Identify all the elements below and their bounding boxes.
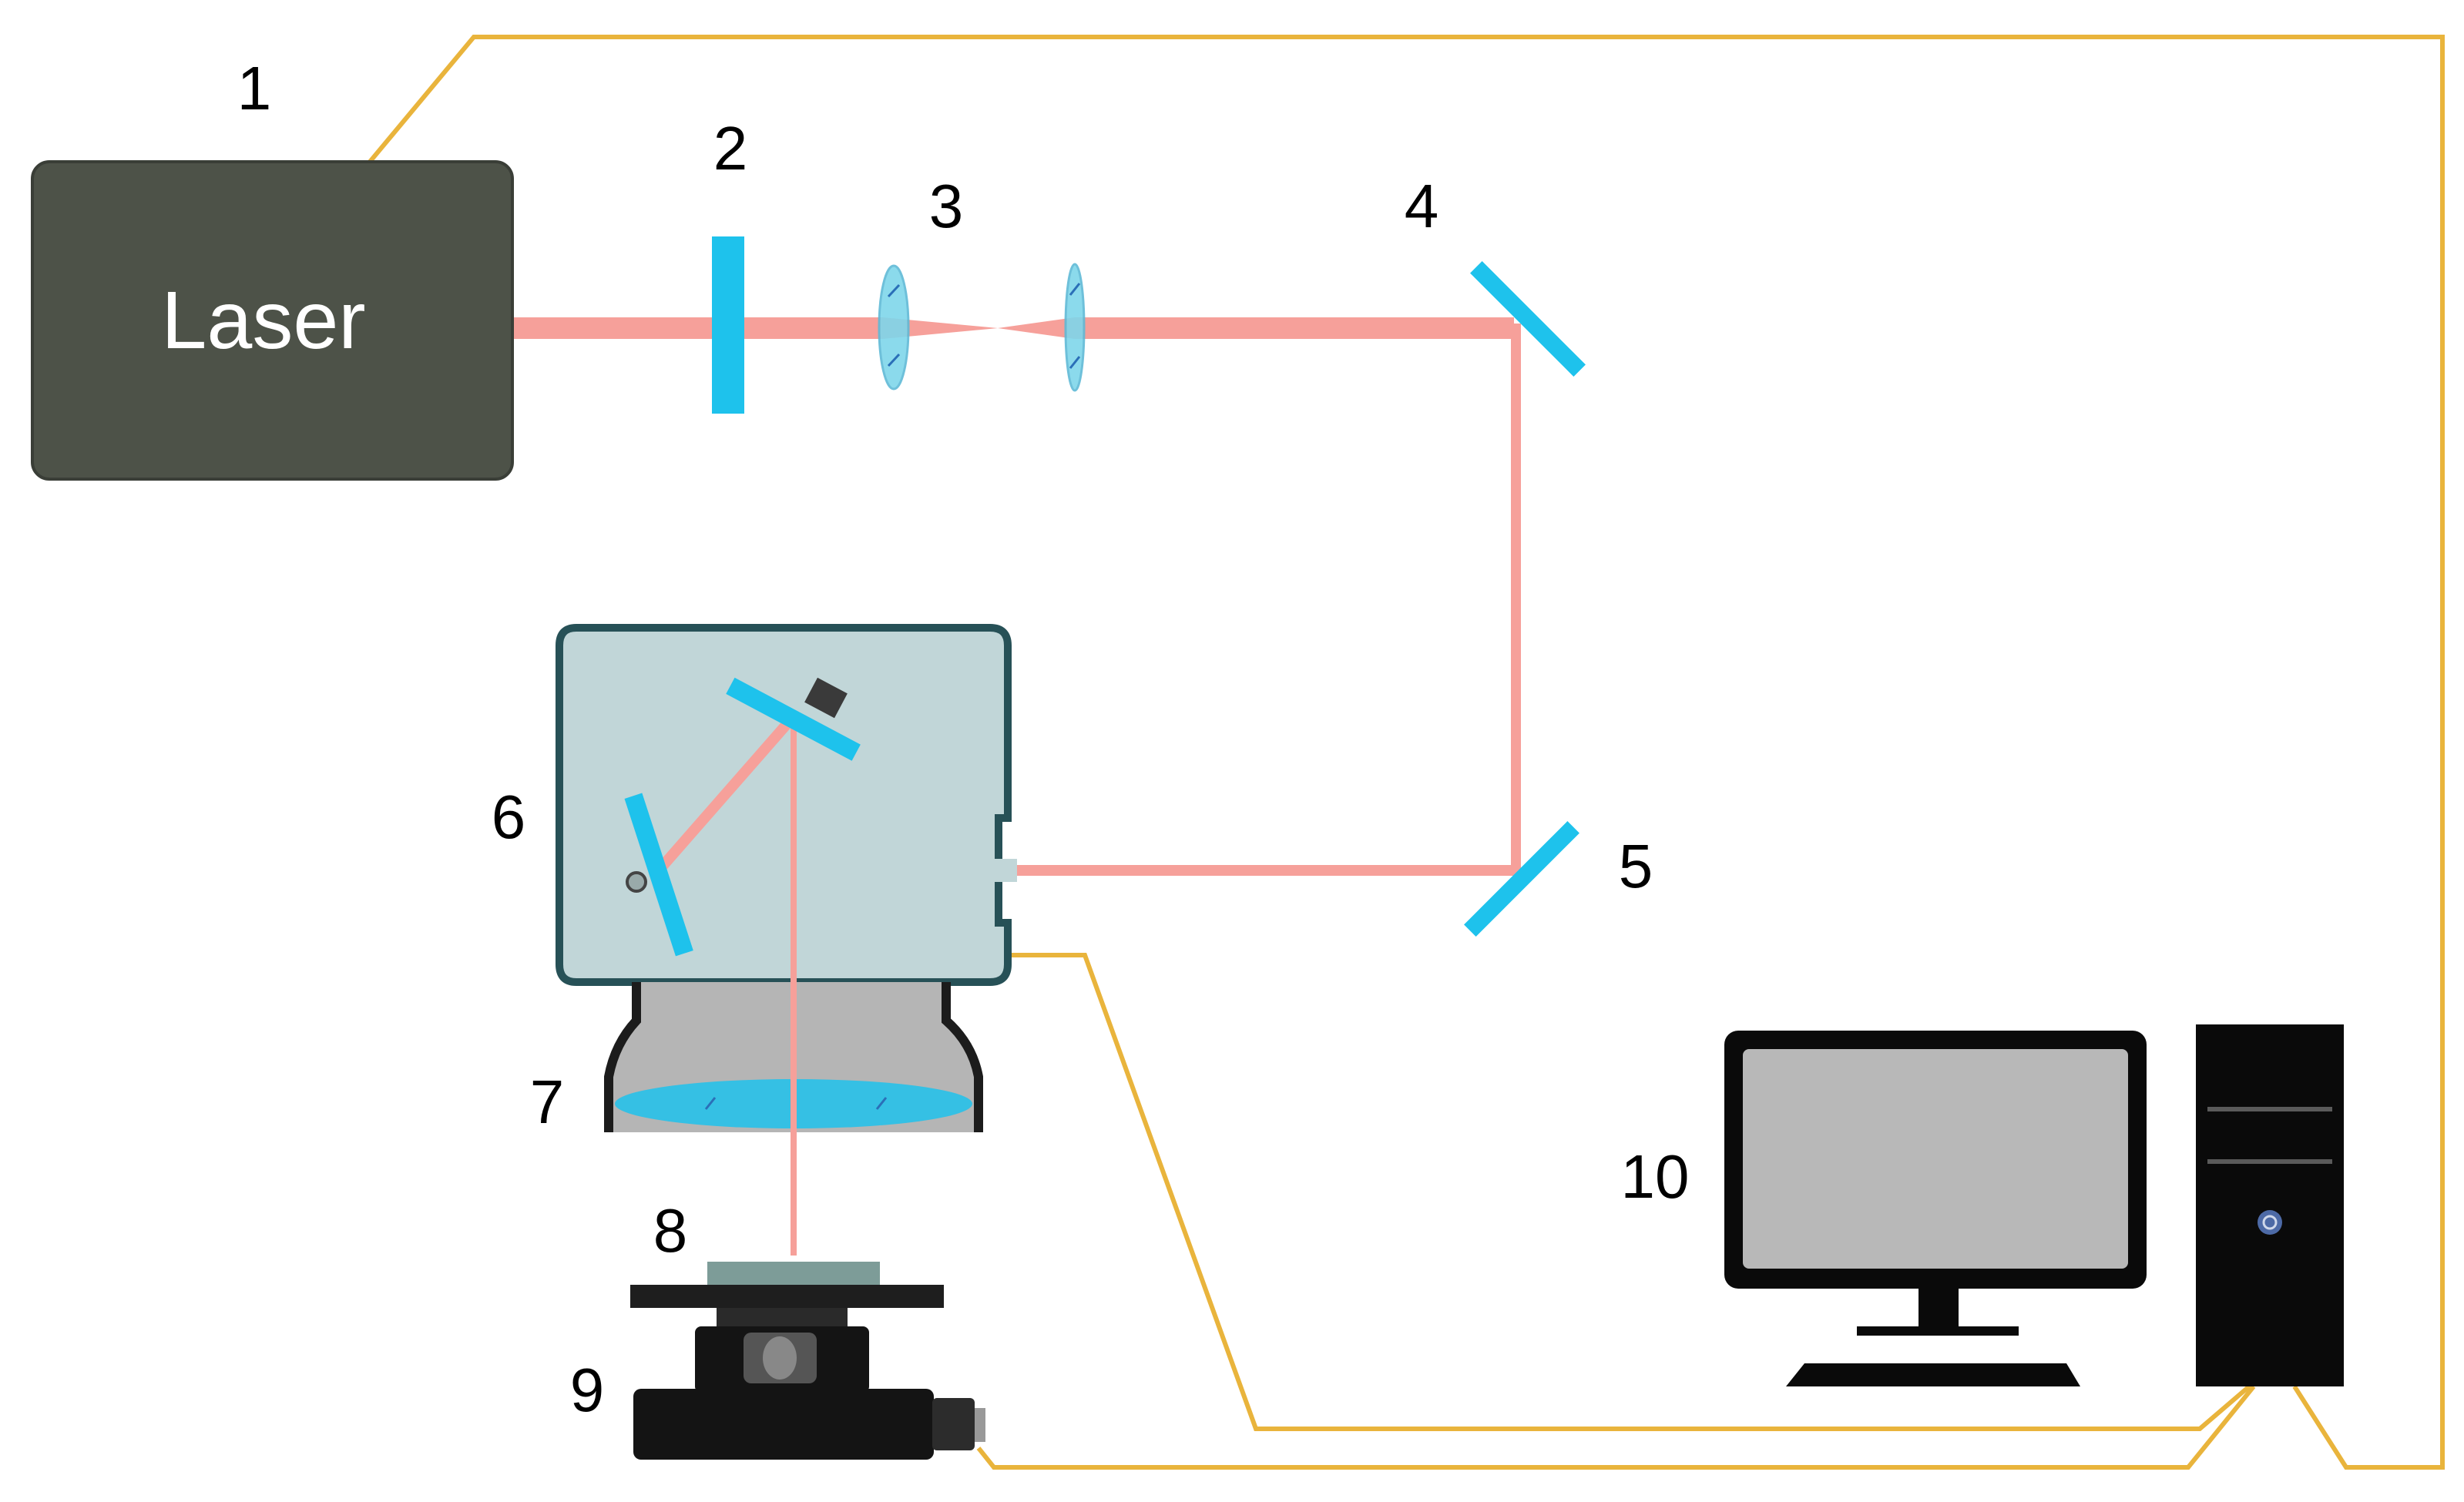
keyboard [1786,1363,2080,1386]
beam-expander [878,263,1086,392]
label-7: 7 [530,1068,565,1136]
beam-expanded-segment [1075,317,1514,339]
mirror-4 [1470,261,1586,377]
monitor-foot-bar [1857,1326,2019,1336]
label-4: 4 [1405,172,1439,240]
galvo-mirror-y [624,793,693,957]
pc-tower [2196,1024,2344,1386]
label-2: 2 [713,114,748,183]
label-1: 1 [237,54,272,122]
galvo-mirror-x [726,677,861,761]
label-6: 6 [492,783,526,851]
monitor-screen [1743,1049,2128,1269]
expander-lens-2 [1064,263,1086,392]
stage-top-plate [630,1285,944,1308]
monitor-neck [1918,1289,1959,1329]
scanner-cable [1008,953,2255,1431]
laser-label: Laser [161,275,365,366]
label-9: 9 [570,1356,605,1424]
stage-base [633,1389,934,1460]
beam-expand [998,317,1075,339]
stage-motor-cap [975,1408,985,1442]
galvo-scanner [556,624,1017,1256]
label-8: 8 [653,1196,688,1265]
label-5: 5 [1619,832,1653,900]
laser-cable [368,35,2445,1470]
computer [1724,1024,2344,1386]
label-3: 3 [929,172,964,240]
stage-motor [932,1398,975,1450]
stage-riser [717,1308,848,1329]
beam-vertical-segment [1511,324,1521,870]
expander-lens-1 [878,264,910,391]
stage-knob [763,1336,797,1380]
sample [707,1262,880,1285]
scanner-aperture [994,859,1017,882]
f-theta-lens [604,982,983,1132]
beam-source-segment [512,317,882,339]
beam-focus [882,317,998,339]
motion-stage [630,1285,985,1460]
control-cables [368,35,2445,1470]
power-button-icon [2258,1210,2282,1235]
filter-plate [712,236,744,414]
mirror-5 [1464,821,1579,937]
galvo-motor [804,677,848,719]
laser-body [31,160,514,481]
laser-source: Laser [31,160,514,481]
stage-cable [976,1385,2256,1470]
galvo-pivot [626,871,647,893]
label-10: 10 [1621,1142,1690,1211]
